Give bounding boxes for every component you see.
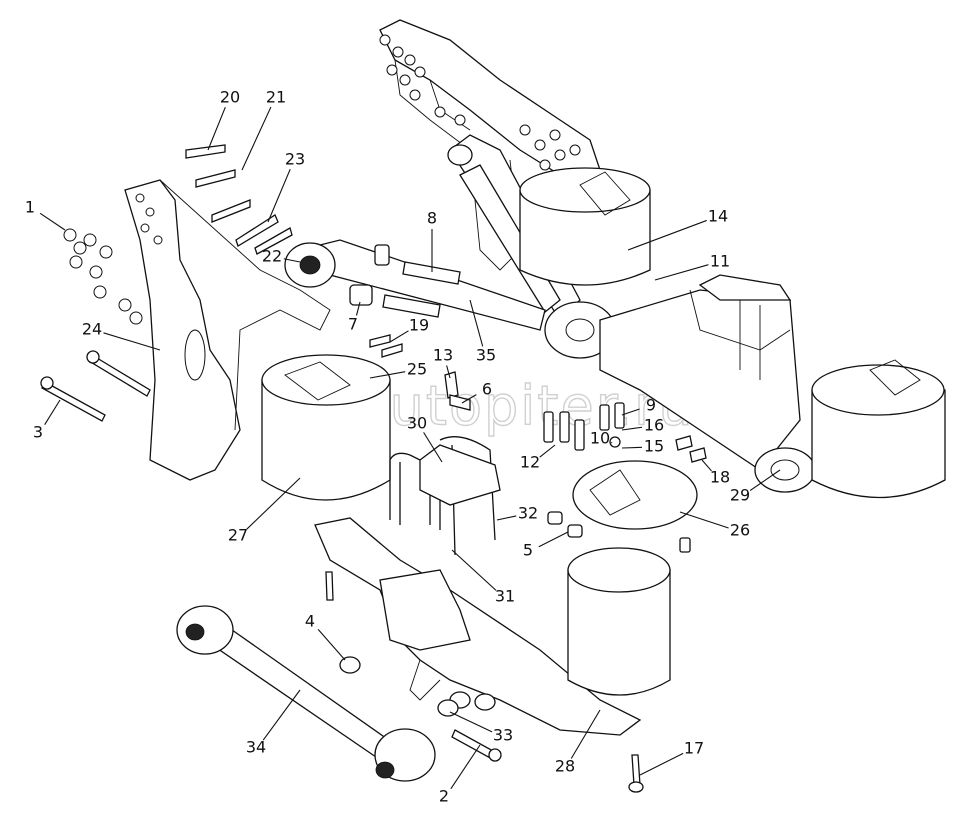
leader-line-32	[496, 515, 517, 521]
callout-15: 15	[644, 437, 664, 456]
leader-line-26	[679, 511, 729, 529]
leader-lines	[39, 106, 781, 790]
leader-line-27	[246, 477, 301, 530]
callout-14: 14	[708, 207, 728, 226]
callout-18: 18	[710, 468, 730, 487]
spacer-set	[543, 402, 707, 553]
callout-31: 31	[495, 587, 515, 606]
callout-1: 1	[25, 198, 35, 217]
callout-20: 20	[220, 88, 240, 107]
callout-3: 3	[33, 423, 43, 442]
leader-line-11	[654, 264, 709, 281]
leader-line-22	[283, 258, 301, 263]
callout-8: 8	[427, 209, 437, 228]
leader-line-13	[446, 365, 451, 379]
upper-bolt-cluster	[379, 34, 606, 191]
callout-16: 16	[644, 416, 664, 435]
leader-line-1	[39, 212, 66, 231]
leader-line-33	[449, 711, 493, 733]
bolt-set-20-21-23	[185, 144, 293, 255]
callout-19: 19	[409, 316, 429, 335]
leader-line-24	[103, 332, 161, 351]
callout-7: 7	[348, 315, 358, 334]
leader-line-17	[639, 752, 684, 776]
callout-4: 4	[305, 612, 315, 631]
callout-35: 35	[476, 346, 496, 365]
left-nut-cluster	[63, 228, 143, 325]
callout-30: 30	[407, 414, 427, 433]
callout-33: 33	[493, 726, 513, 745]
air-spring-right	[811, 359, 946, 499]
callout-26: 26	[730, 521, 750, 540]
air-spring-26-28	[567, 460, 698, 696]
small-bolts-center	[369, 334, 471, 411]
leader-line-30	[423, 432, 443, 463]
leader-line-34	[262, 689, 301, 741]
leader-line-2	[450, 744, 481, 790]
callout-10: 10	[590, 429, 610, 448]
leader-line-31	[451, 549, 497, 591]
callout-2: 2	[439, 787, 449, 806]
leader-line-16	[621, 426, 643, 431]
leader-line-25	[369, 371, 406, 379]
callout-25: 25	[407, 360, 427, 379]
leader-line-19	[389, 330, 409, 343]
leader-line-15	[621, 446, 643, 449]
callout-17: 17	[684, 739, 704, 758]
callout-11: 11	[710, 252, 730, 271]
callout-13: 13	[433, 346, 453, 365]
leader-line-10	[610, 441, 613, 444]
callout-5: 5	[523, 541, 533, 560]
callout-29: 29	[730, 486, 750, 505]
long-bolts	[40, 350, 151, 422]
callout-27: 27	[228, 526, 248, 545]
callout-21: 21	[266, 88, 286, 107]
leader-line-21	[241, 106, 272, 171]
leader-line-4	[317, 628, 346, 661]
air-spring-14	[519, 167, 651, 286]
callout-22: 22	[262, 247, 282, 266]
leader-line-18	[701, 459, 712, 472]
rear-axle-beam	[599, 274, 816, 493]
callout-12: 12	[520, 453, 540, 472]
leader-line-29	[749, 469, 781, 492]
lower-suspension-arm	[314, 517, 642, 736]
leader-line-23	[267, 168, 291, 223]
leader-line-5	[538, 531, 569, 548]
leader-line-14	[627, 219, 707, 251]
u-bolts	[389, 436, 501, 556]
bushing-set	[349, 244, 461, 318]
leader-line-7	[355, 301, 361, 316]
air-spring-27	[261, 354, 391, 501]
callout-23: 23	[285, 150, 305, 169]
frame-bracket-left	[124, 179, 331, 481]
callout-28: 28	[555, 757, 575, 776]
callout-6: 6	[482, 380, 492, 399]
lower-torque-rod	[176, 605, 436, 782]
lower-fasteners	[325, 571, 644, 793]
leader-line-6	[461, 394, 477, 404]
leader-line-20	[207, 107, 226, 151]
callout-32: 32	[518, 504, 538, 523]
callout-9: 9	[646, 396, 656, 415]
leader-line-3	[44, 399, 61, 425]
leader-line-9	[621, 408, 640, 416]
callout-34: 34	[246, 738, 266, 757]
callout-24: 24	[82, 320, 102, 339]
leader-line-12	[539, 444, 556, 458]
leader-line-28	[570, 709, 601, 759]
leader-line-35	[469, 299, 484, 347]
